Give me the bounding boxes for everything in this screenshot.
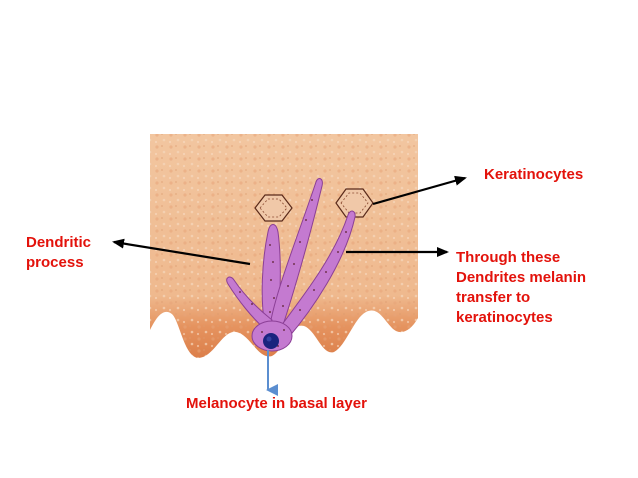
dendritic-label-line-1: Dendritic (26, 234, 92, 251)
transfer-label-line-1: Through these (456, 249, 561, 266)
keratinocyte-cell-left (254, 194, 293, 222)
transfer-label-line-4: keratinocytes (456, 309, 553, 326)
arrow-to-dendritic-process (112, 238, 251, 266)
dendrite-transfer-label: Through these Dendrites melanin transfer… (456, 248, 586, 328)
transfer-label-line-3: transfer to (456, 289, 531, 306)
dendritic-label-line-2: process (26, 254, 84, 271)
melanocyte-cell (226, 178, 356, 352)
arrow-to-keratinocytes (372, 175, 467, 206)
transfer-label-line-2: Dendrites melanin (456, 269, 587, 286)
keratinocytes-label: Keratinocytes (484, 166, 584, 183)
melanocyte-label: Melanocyte in basal layer (186, 395, 367, 412)
melanocyte-nucleus (263, 333, 279, 349)
dendritic-process-label: Dendritic process (26, 233, 91, 273)
